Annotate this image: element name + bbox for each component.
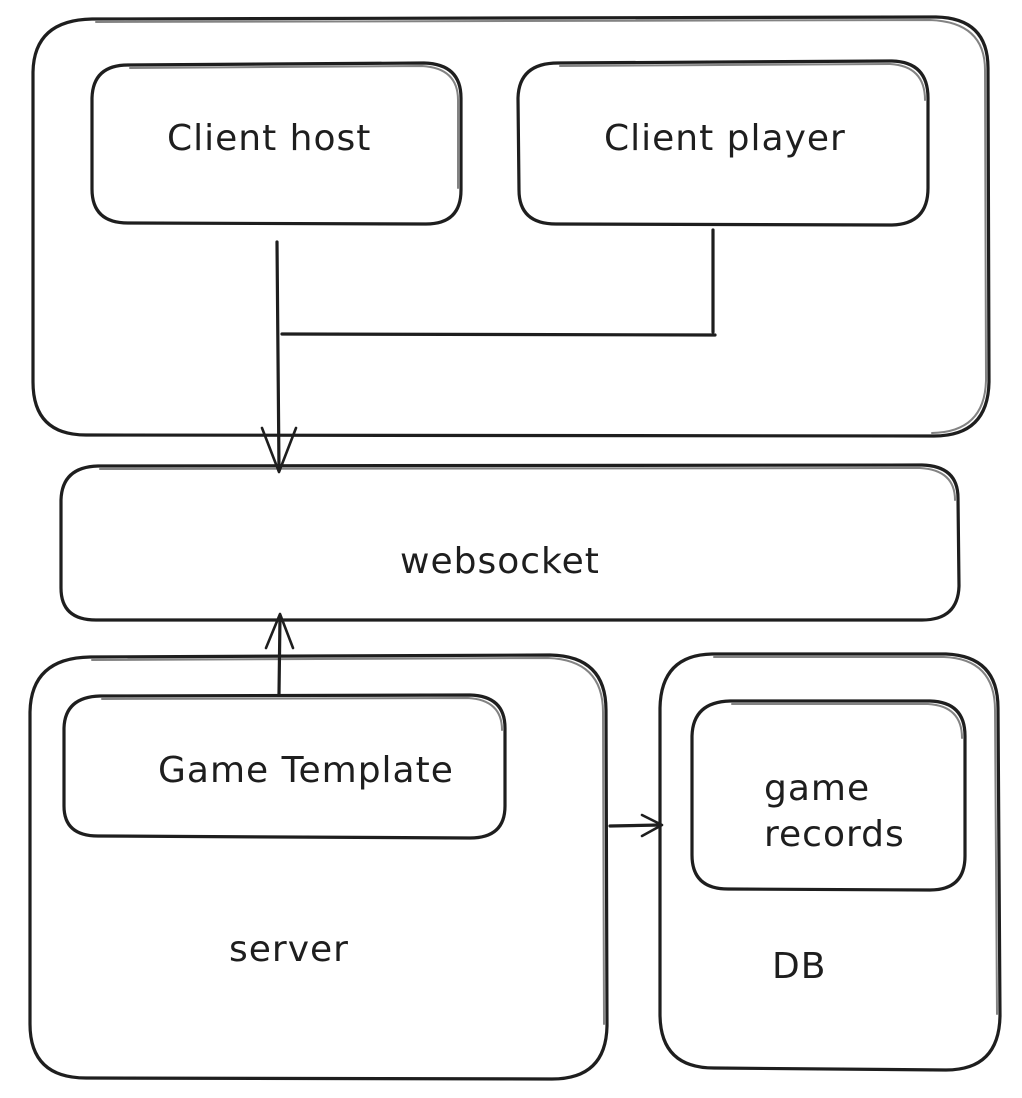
client-host-to-websocket-arrow — [260, 240, 298, 474]
game-records-box — [690, 699, 967, 892]
db-label: DB — [772, 946, 827, 987]
game-template-to-websocket-arrow — [264, 612, 295, 696]
client-player-label: Client player — [604, 118, 846, 159]
server-container — [28, 653, 609, 1081]
clients-container — [31, 15, 991, 438]
client-player-connector — [280, 228, 717, 337]
server-to-db-arrow — [608, 813, 664, 838]
game-records-label: game records — [764, 766, 905, 858]
game-template-label: Game Template — [158, 750, 454, 791]
client-player-box — [516, 59, 930, 227]
client-host-box — [90, 61, 463, 226]
db-container — [658, 652, 1002, 1072]
game-records-line-2: records — [764, 814, 905, 855]
game-records-line-1: game — [764, 768, 871, 809]
websocket-label: websocket — [400, 541, 600, 582]
server-label: server — [229, 929, 349, 970]
game-template-box — [62, 693, 507, 840]
websocket-box — [59, 463, 961, 622]
client-host-label: Client host — [167, 118, 372, 159]
